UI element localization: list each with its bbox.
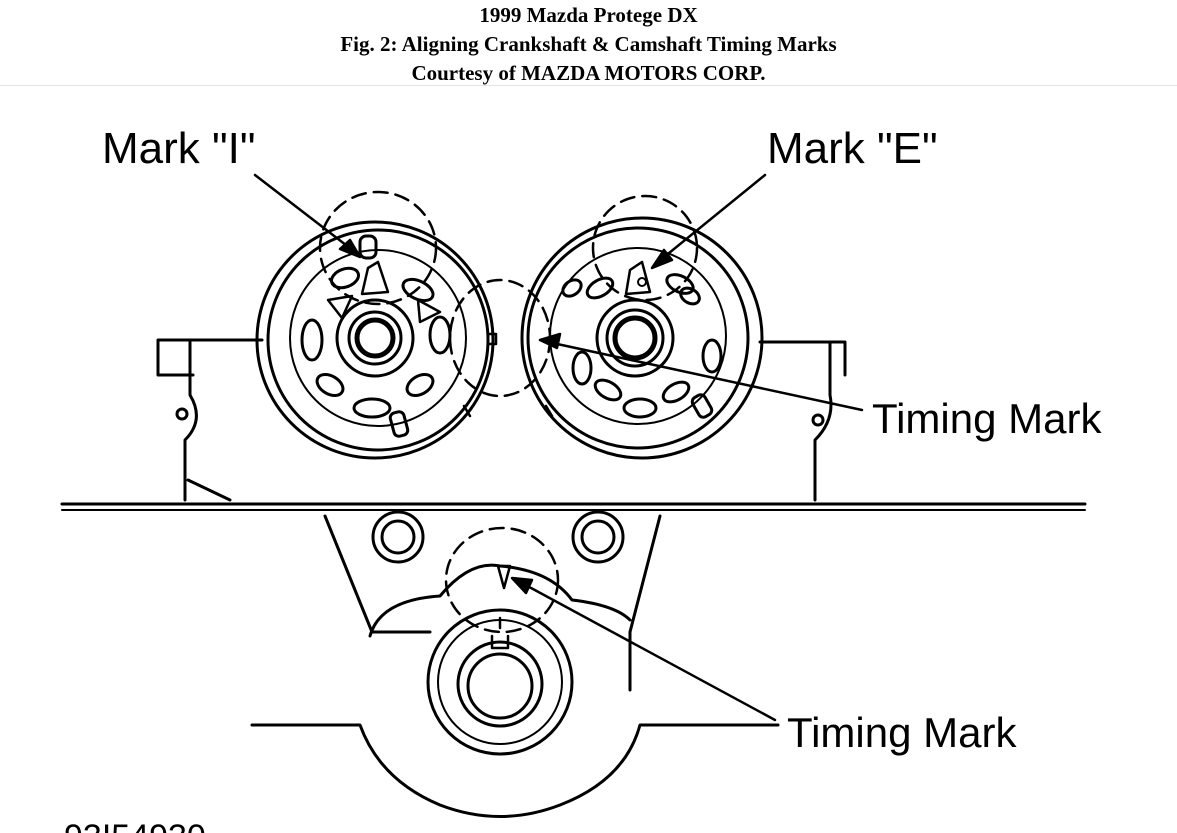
lower-timing-cover [323,510,662,692]
label-cam-timing-mark: Timing Mark [872,395,1102,442]
leader-arrows [253,173,864,722]
caption-figure-title: Fig. 2: Aligning Crankshaft & Camshaft T… [340,32,837,56]
caption-courtesy: Courtesy of MAZDA MOTORS CORP. [411,61,766,85]
cylinder-head [156,338,847,502]
crankshaft-sprocket [426,608,574,756]
intake-cam-sprocket [255,220,495,460]
deck-line [60,502,1087,511]
figure-caption: 1999 Mazda Protege DX Fig. 2: Aligning C… [0,0,1177,86]
label-figure-code: 93I54930 [64,818,206,833]
label-crank-timing-mark: Timing Mark [787,709,1017,756]
engine-block-bottom [250,723,780,818]
caption-title: 1999 Mazda Protege DX [479,3,698,27]
label-mark-i: Mark "I" [102,124,255,173]
label-mark-e: Mark "E" [767,124,938,173]
exhaust-cam-sprocket [520,216,764,460]
cam-timing-notches [462,332,554,418]
